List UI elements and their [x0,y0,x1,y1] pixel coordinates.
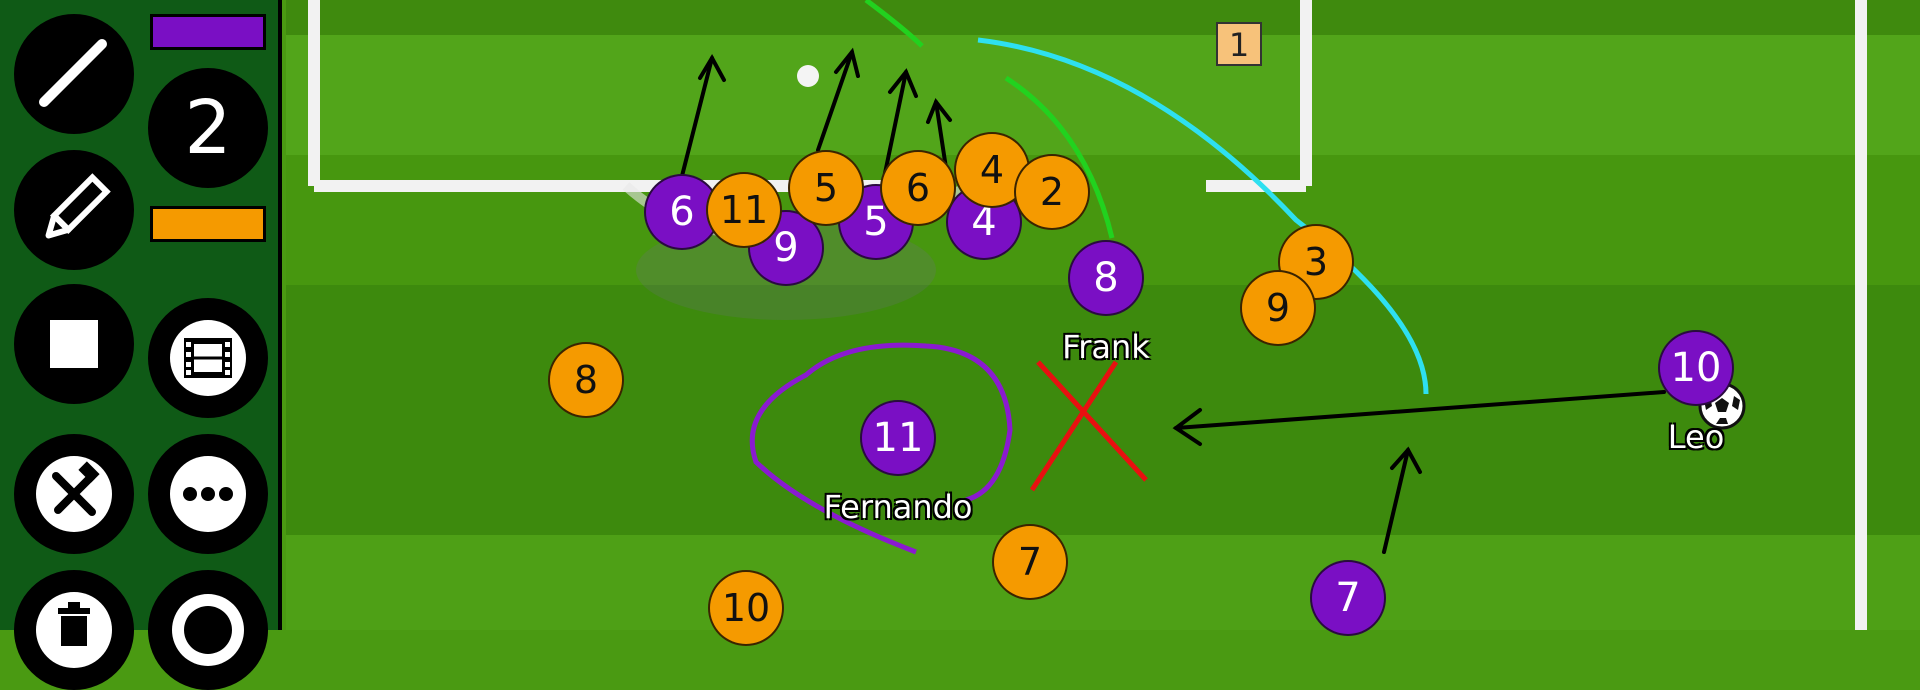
pass-curve [977,37,1429,395]
circle-icon [172,594,244,666]
penalty-spot [797,65,819,87]
line-icon [39,39,107,107]
movement-arrows [680,47,1666,554]
line-number-value: 2 [184,85,232,171]
orange-player[interactable]: 2 [1016,156,1088,228]
line-number-button[interactable]: 2 [148,68,268,188]
pitch-drawing [286,0,1920,630]
purple-player[interactable]: 10 [1660,332,1732,404]
orange-player[interactable]: 9 [1242,272,1314,344]
orange-player[interactable]: 11 [708,174,780,246]
red-cross [1029,360,1148,492]
orange-player[interactable]: 10 [710,572,782,644]
orange-player[interactable]: 3 [1280,226,1352,298]
secondary-color-swatch[interactable] [150,206,266,242]
step-marker[interactable]: 1 [1216,22,1262,66]
orange-player[interactable]: 5 [790,152,862,224]
trash-button[interactable] [14,570,134,690]
film-icon [170,320,246,396]
orange-player[interactable]: 8 [550,344,622,416]
circle-tool-button[interactable] [148,570,268,690]
film-button[interactable] [148,298,268,418]
freehand-circle [749,342,1013,555]
player-name-label: Frank [1062,328,1150,366]
more-icon [170,456,246,532]
purple-player[interactable]: 11 [862,402,934,474]
player-name-label: Leo [1667,418,1725,456]
purple-player[interactable]: 8 [1070,242,1142,314]
toolbar: 2 [0,0,282,690]
tools-button[interactable] [14,434,134,554]
line-tool-button[interactable] [14,14,134,134]
run-curve [1004,75,1115,239]
primary-color-swatch[interactable] [150,14,266,50]
pencil-icon [45,173,111,239]
more-button[interactable] [148,434,268,554]
tools-icon [36,456,112,532]
orange-player[interactable]: 7 [994,526,1066,598]
player-name-label: Fernando [823,488,973,526]
trash-icon [36,592,112,668]
purple-player[interactable]: 7 [1312,562,1384,634]
run-curve [864,0,924,48]
square-icon [50,320,98,368]
pencil-tool-button[interactable] [14,150,134,270]
orange-player[interactable]: 6 [882,152,954,224]
purple-player[interactable]: 6 [646,176,718,248]
soccer-pitch[interactable]: 1 6 9 5 4 8 Frank 11 Fernando 10 Leo 7 1… [286,0,1920,644]
square-tool-button[interactable] [14,284,134,404]
